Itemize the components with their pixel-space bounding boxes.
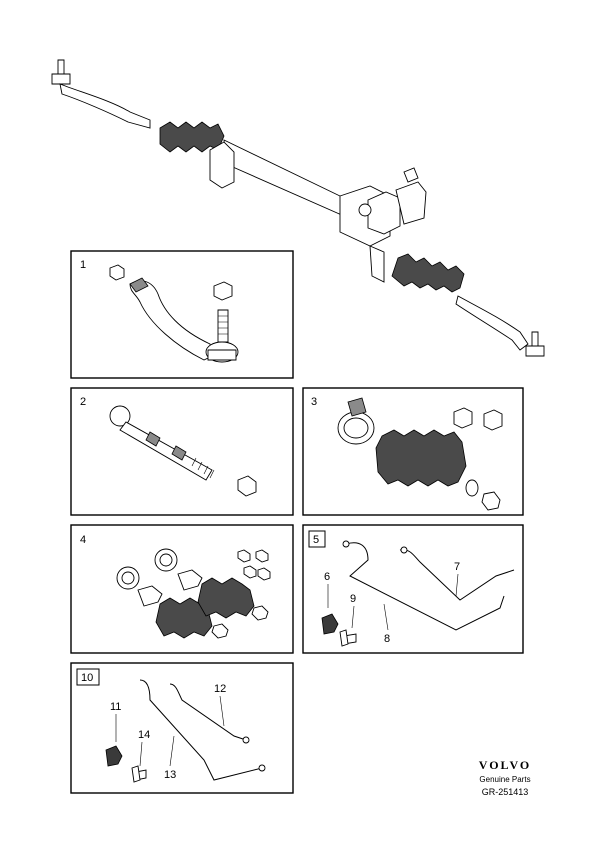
panel-5: 5 6 7 8 9 [302, 524, 524, 654]
panel-3: 3 [302, 387, 524, 516]
steering-rack-assembly [51, 59, 545, 357]
panel-label-4: 4 [80, 534, 86, 546]
callout-9: 9 [350, 593, 356, 605]
tie-rod-end-illustration [109, 264, 239, 363]
boot-kit-illustration [337, 397, 503, 511]
callout-8: 8 [384, 633, 390, 645]
panel-label-10: 10 [81, 672, 93, 684]
boot-set-illustration [116, 548, 271, 639]
panel-label-box-5 [308, 530, 326, 548]
volvo-logo: VOLVO [478, 758, 532, 772]
brand-block: VOLVO Genuine Parts GR-251413 [455, 758, 555, 797]
panel-label-3: 3 [311, 396, 317, 408]
panel-label-2: 2 [80, 396, 86, 408]
callout-13: 13 [164, 769, 176, 781]
hydraulic-lines-2-illustration [105, 679, 266, 783]
callout-7: 7 [454, 561, 460, 573]
brand-tagline: Genuine Parts [479, 775, 531, 784]
diagram-code: GR-251413 [481, 787, 529, 797]
panel-label-5: 5 [313, 534, 319, 546]
callout-14: 14 [138, 729, 150, 741]
inner-tie-rod-illustration [109, 405, 257, 497]
panel-label-box-10 [76, 668, 100, 686]
callout-12: 12 [214, 683, 226, 695]
panel-1: 1 [70, 250, 294, 379]
panel-label-1: 1 [80, 259, 86, 271]
callout-6: 6 [324, 571, 330, 583]
callout-11: 11 [110, 701, 121, 713]
panel-10: 10 11 12 13 14 [70, 662, 294, 794]
hydraulic-lines-illustration [321, 540, 515, 647]
panel-2: 2 [70, 387, 294, 516]
panel-4: 4 [70, 524, 294, 654]
